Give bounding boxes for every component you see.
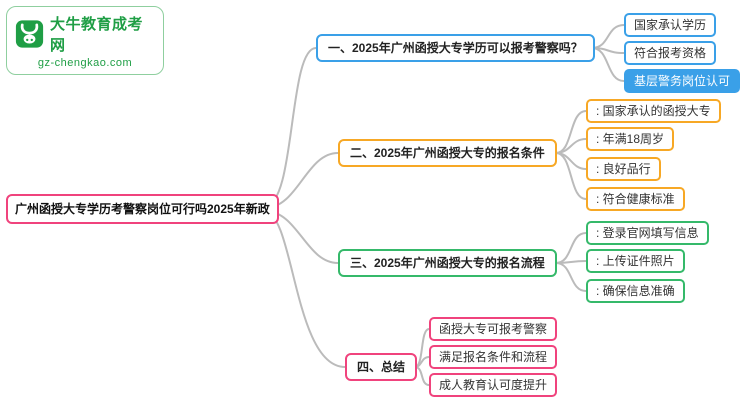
branch2-child-4: : 符合健康标准 xyxy=(586,187,685,211)
branch-node-4: 四、总结 xyxy=(345,353,418,381)
branch1-child-1: 国家承认学历 xyxy=(624,13,717,37)
edge-root-branch4 xyxy=(264,211,346,368)
edge-branch3-child3 xyxy=(555,262,587,292)
edge-branch4-child2 xyxy=(414,356,430,368)
edge-branch3-child1 xyxy=(555,232,587,264)
branch4-child-3: 成人教育认可度提升 xyxy=(429,373,558,397)
edge-branch4-child3 xyxy=(414,366,430,386)
branch1-child-3: 基层警务岗位认可 xyxy=(624,69,741,93)
logo-title: 大牛教育成考网 xyxy=(50,16,144,54)
bull-icon xyxy=(15,20,44,48)
edge-branch1-child1 xyxy=(591,24,625,49)
branch2-child-3: : 良好品行 xyxy=(586,157,661,181)
branch4-child-2: 满足报名条件和流程 xyxy=(429,345,558,369)
branch3-child-2: : 上传证件照片 xyxy=(586,249,685,273)
site-logo: 大牛教育成考网 gz-chengkao.com xyxy=(6,6,164,75)
branch-node-2: 二、2025年广州函授大专的报名条件 xyxy=(338,139,557,167)
logo-subtitle: gz-chengkao.com xyxy=(37,57,133,69)
edge-branch1-child3 xyxy=(591,47,625,82)
branch-node-3: 三、2025年广州函授大专的报名流程 xyxy=(338,249,557,277)
edge-root-branch1 xyxy=(264,47,317,207)
branch3-child-3: : 确保信息准确 xyxy=(586,279,685,303)
branch-node-1: 一、2025年广州函授大专学历可以报考警察吗？ xyxy=(316,34,595,62)
branch3-child-1: : 登录官网填写信息 xyxy=(586,221,709,245)
edge-branch2-child4 xyxy=(555,152,587,200)
branch2-child-1: : 国家承认的函授大专 xyxy=(586,99,721,123)
branch4-child-1: 函授大专可报考警察 xyxy=(429,317,558,341)
branch2-child-2: : 年满18周岁 xyxy=(586,127,675,151)
branch1-child-2: 符合报考资格 xyxy=(624,41,717,65)
root-node: 广州函授大专学历考警察岗位可行吗2025年新政 xyxy=(6,194,279,224)
